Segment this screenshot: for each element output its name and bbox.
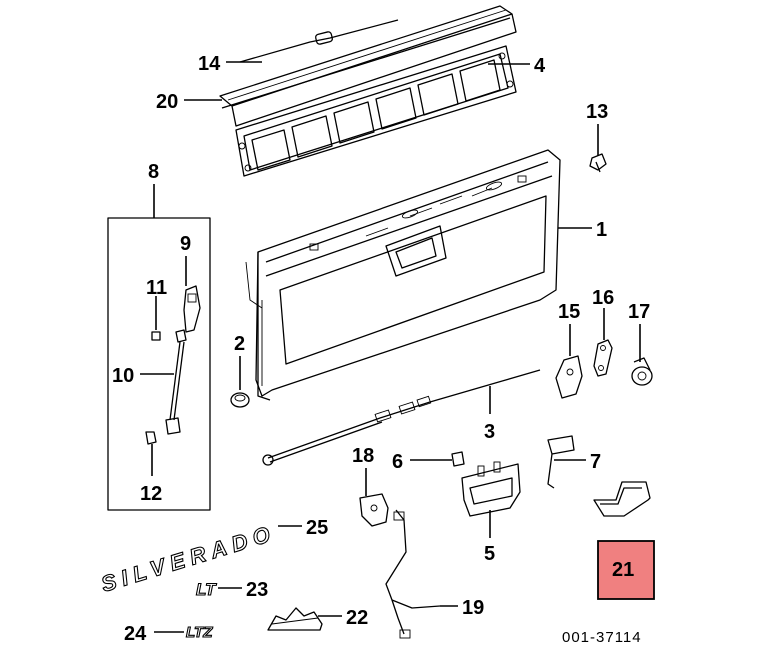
part-22-emblem	[267, 607, 323, 631]
part-20-top-cap-molding	[219, 5, 517, 127]
callout-12: 12	[140, 483, 162, 505]
part-14-cable	[239, 19, 399, 63]
callout-25: 25	[306, 517, 328, 539]
handle-pocket	[385, 225, 447, 277]
part-4-tailgate-inner-panel	[235, 45, 517, 177]
callout-10: 10	[112, 365, 134, 387]
lt-emblem-text: LT	[196, 580, 217, 599]
part-1-tailgate	[245, 149, 561, 401]
callout-9: 9	[180, 233, 191, 255]
callout-11: 11	[146, 277, 167, 299]
part-19-wiring-harness	[385, 509, 441, 639]
part-15-latch	[555, 355, 583, 399]
panel-window-cutouts	[251, 59, 501, 171]
callout-13: 13	[586, 101, 608, 123]
callout-6: 6	[392, 451, 403, 473]
callout-21: 21	[612, 559, 634, 581]
part-21-bowtie-emblem	[593, 481, 651, 517]
callout-4: 4	[534, 55, 546, 77]
callout-5: 5	[484, 543, 495, 565]
callout-20: 20	[156, 91, 178, 113]
part-12-bolt	[145, 431, 157, 445]
callout-17: 17	[628, 301, 650, 323]
callout-24: 24	[124, 623, 147, 645]
part-9-hinge	[183, 285, 201, 333]
callout-labels: 14 4 20 13 1 8 9 11 10 12 2 3 6 7 15 16 …	[112, 53, 650, 645]
callout-16: 16	[592, 287, 614, 309]
part-17-bushing	[631, 357, 653, 386]
highlight-box-21	[597, 540, 655, 600]
part-10-cable	[165, 329, 187, 435]
emblem-lt-badge: LT	[195, 579, 217, 599]
callout-19: 19	[462, 597, 484, 619]
part-18-switch	[359, 493, 389, 527]
part-7-rod-clip	[547, 435, 575, 489]
callout-15: 15	[558, 301, 580, 323]
part-11-bolt	[151, 331, 161, 341]
emblem-ltz-badge: LTZ	[185, 623, 213, 641]
part-8-hinge-kit-group	[107, 217, 211, 511]
part-5-handle	[461, 461, 521, 517]
callout-14: 14	[198, 53, 221, 75]
ltz-emblem-text: LTZ	[186, 624, 213, 641]
part-13-bolt	[589, 153, 607, 173]
callout-7: 7	[590, 451, 601, 473]
diagram-reference-code: 001-37114	[562, 629, 642, 646]
callout-8: 8	[148, 161, 159, 183]
callout-2: 2	[234, 333, 245, 355]
callout-18: 18	[352, 445, 374, 467]
part-16-link	[593, 339, 613, 377]
part-2-bumper	[230, 392, 250, 408]
callout-23: 23	[246, 579, 268, 601]
callout-22: 22	[346, 607, 368, 629]
callout-3: 3	[484, 421, 495, 443]
leader-lines	[140, 61, 641, 633]
part-3-rod	[262, 369, 541, 466]
part-6-screw	[451, 451, 465, 467]
callout-1: 1	[596, 219, 607, 241]
